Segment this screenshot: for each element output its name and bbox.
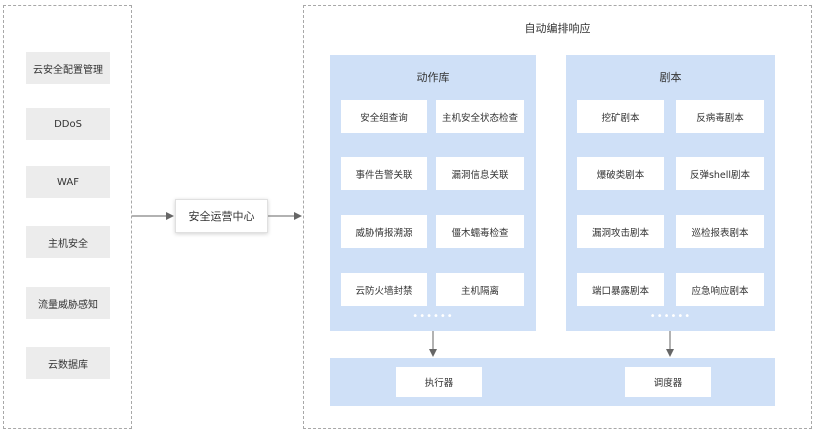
playbooks-panel: 剧本 挖矿剧本 反病毒剧本 爆破类剧本 反弹shell剧本 漏洞攻击剧本 巡检报… [566, 55, 775, 331]
playbook-item: 巡检报表剧本 [676, 215, 764, 248]
source-cloud-security-config: 云安全配置管理 [26, 52, 110, 84]
security-operations-center: 安全运营中心 [175, 199, 268, 233]
action-item: 事件告警关联 [341, 157, 427, 190]
action-item: 主机隔离 [436, 273, 524, 306]
orchestration-frame [303, 5, 812, 429]
source-traffic-threat: 流量威胁感知 [26, 287, 110, 319]
playbook-item: 反病毒剧本 [676, 100, 764, 133]
action-item: 云防火墙封禁 [341, 273, 427, 306]
source-ddos: DDoS [26, 108, 110, 140]
action-library-title: 动作库 [416, 71, 450, 84]
sources-frame [3, 5, 132, 429]
playbook-item: 端口暴露剧本 [577, 273, 664, 306]
source-host-security: 主机安全 [26, 226, 110, 258]
action-item: 僵木蠕毒检查 [436, 215, 524, 248]
playbook-item: 应急响应剧本 [676, 273, 764, 306]
executor-box: 执行器 [396, 367, 482, 397]
playbook-item: 爆破类剧本 [577, 157, 664, 190]
action-item: 威胁情报溯源 [341, 215, 427, 248]
orchestration-title: 自动编排响应 [524, 22, 591, 35]
playbooks-more: •••••• [649, 311, 692, 322]
action-item: 主机安全状态检查 [436, 100, 524, 133]
action-item: 漏洞信息关联 [436, 157, 524, 190]
playbook-item: 漏洞攻击剧本 [577, 215, 664, 248]
action-item: 安全组查询 [341, 100, 427, 133]
scheduler-box: 调度器 [625, 367, 711, 397]
playbook-item: 挖矿剧本 [577, 100, 664, 133]
action-library-panel: 动作库 安全组查询 主机安全状态检查 事件告警关联 漏洞信息关联 威胁情报溯源 … [330, 55, 536, 331]
action-library-more: •••••• [412, 311, 454, 322]
source-cloud-database: 云数据库 [26, 347, 110, 379]
execution-panel: 执行器 调度器 [330, 358, 775, 406]
source-waf: WAF [26, 166, 110, 198]
playbook-item: 反弹shell剧本 [676, 157, 764, 190]
playbooks-title: 剧本 [659, 71, 682, 84]
